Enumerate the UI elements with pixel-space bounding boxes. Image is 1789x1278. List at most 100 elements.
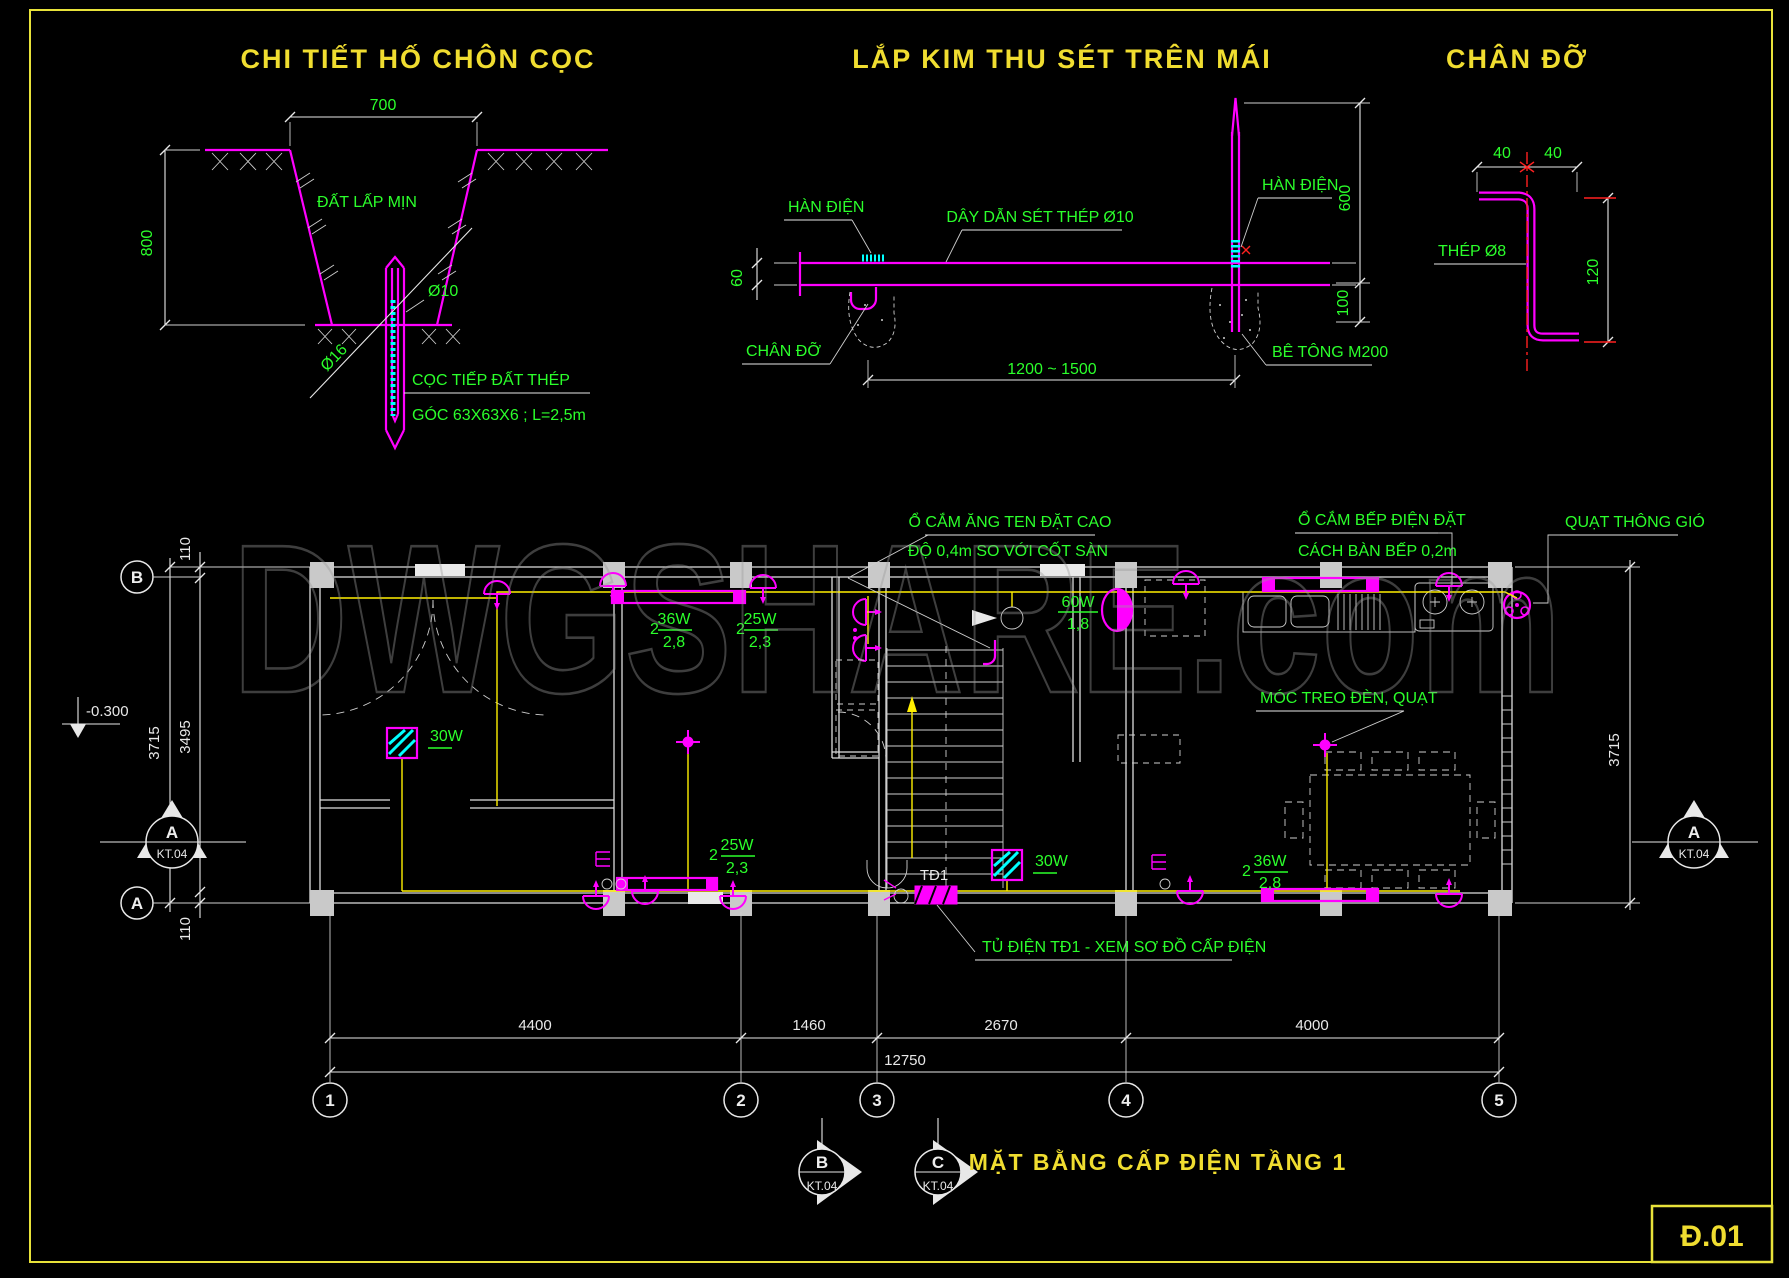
svg-text:Ổ CẮM BẾP ĐIỆN ĐẶT: Ổ CẮM BẾP ĐIỆN ĐẶT	[1298, 510, 1466, 529]
support-label: CHÂN ĐỠ	[746, 340, 821, 360]
dim-leg-left: 40	[1493, 145, 1511, 162]
note-fan: QUẠT THÔNG GIÓ	[1533, 512, 1705, 604]
sink-bowl	[1290, 595, 1330, 628]
grid-bubble-4	[1108, 1082, 1144, 1118]
exhaust-label-a: 30W	[430, 728, 464, 745]
svg-text:2,8: 2,8	[1259, 875, 1281, 892]
svg-text:4000: 4000	[1295, 1017, 1328, 1034]
rod-diagonal	[309, 227, 473, 399]
support-concrete	[848, 291, 896, 348]
panel-td1: TĐ1 TỦ ĐIỆN TĐ1 - XEM SƠ ĐỒ CẤP ĐIỆN	[883, 867, 1266, 961]
detail-support-leg: CHÂN ĐỠ 40 40 120 THÉP Ø8	[1434, 43, 1616, 375]
conductor-wire	[798, 252, 1330, 296]
watermark: DWGSHARE.com	[232, 500, 1562, 737]
ground-hatch	[211, 152, 593, 345]
wire-label: DÂY DẪN SÉT THÉP Ø10	[946, 207, 1133, 226]
note-stove-socket: Ổ CẮM BẾP ĐIỆN ĐẶT CÁCH BÀN BẾP 0,2m	[1295, 510, 1466, 585]
svg-text:2,8: 2,8	[663, 634, 685, 651]
ground-pile	[384, 255, 406, 451]
grid-bubble-1	[312, 1082, 348, 1118]
svg-text:A: A	[131, 894, 143, 913]
svg-text:3715: 3715	[146, 726, 163, 759]
weld-label-left: HÀN ĐIỆN	[788, 197, 864, 216]
ceiling-lamp-icon	[1176, 874, 1204, 905]
svg-text:KT.04: KT.04	[807, 1179, 838, 1193]
svg-text:A: A	[166, 823, 178, 842]
rod-concrete	[1209, 287, 1261, 350]
dim-wire-height: 60	[729, 269, 746, 287]
right-dimension: 3715	[1515, 560, 1640, 910]
sheet-code: Đ.01	[1680, 1220, 1743, 1253]
svg-text:5: 5	[1494, 1091, 1503, 1110]
section-marker-left: A KT.04	[100, 800, 246, 869]
wiring	[330, 591, 1518, 892]
steel-label: THÉP Ø8	[1438, 241, 1506, 260]
lightning-rod	[1230, 97, 1241, 332]
panel-note: TỦ ĐIỆN TĐ1 - XEM SƠ ĐỒ CẤP ĐIỆN	[982, 937, 1266, 956]
svg-text:MÓC TREO ĐÈN, QUẠT: MÓC TREO ĐÈN, QUẠT	[1260, 688, 1438, 707]
dim-pit-width: 700	[370, 97, 397, 114]
svg-text:4: 4	[1121, 1091, 1131, 1110]
svg-text:36W: 36W	[658, 611, 692, 628]
grid-bubble-5	[1481, 1082, 1517, 1118]
kitchen	[1242, 582, 1532, 633]
fluorescent-tubes	[610, 576, 1380, 903]
plan-title: MẶT BẰNG CẤP ĐIỆN TẦNG 1	[969, 1148, 1348, 1175]
pile-note-1: CỌC TIẾP ĐẤT THÉP	[412, 370, 570, 389]
circuit-60w-sub: 1,8	[1067, 616, 1089, 633]
dim-rod-embed: 100	[1335, 290, 1352, 317]
section-marker-b: B KT.04	[798, 1118, 862, 1205]
stair-lamp	[1100, 587, 1134, 633]
exhaust-label-b: 30W	[1035, 853, 1069, 870]
svg-text:Ổ CẮM ĂNG TEN ĐẶT CAO: Ổ CẮM ĂNG TEN ĐẶT CAO	[909, 512, 1112, 531]
detail-rod-title: LẮP KIM THU SÉT TRÊN MÁI	[852, 43, 1272, 74]
circuit-label-c4: 2 25W 2,3	[709, 837, 755, 877]
svg-text:KT.04: KT.04	[157, 847, 188, 861]
svg-text:25W: 25W	[744, 611, 778, 628]
grid-bubble-3	[859, 1082, 895, 1118]
switch-cluster-left	[595, 851, 627, 890]
switch-cluster-right	[1151, 854, 1171, 890]
columns	[310, 562, 1512, 916]
exhaust-box-a: 30W	[385, 726, 464, 760]
soil-label: ĐẤT LẤP MỊN	[317, 192, 417, 211]
door-swings	[317, 599, 887, 761]
svg-text:25W: 25W	[721, 837, 755, 854]
svg-text:36W: 36W	[1254, 853, 1288, 870]
svg-text:2,3: 2,3	[749, 634, 771, 651]
svg-text:B: B	[131, 568, 143, 587]
dim-leg-height: 120	[1585, 259, 1602, 286]
circuit-label-c2: 2 25W 2,3	[736, 611, 778, 651]
svg-text:2: 2	[736, 1091, 745, 1110]
concrete-dots	[857, 299, 1251, 339]
svg-text:KT.04: KT.04	[923, 1179, 954, 1193]
svg-text:-0.300: -0.300	[86, 703, 129, 720]
svg-text:110: 110	[177, 537, 194, 561]
right-wall-window	[1502, 695, 1512, 865]
svg-text:1460: 1460	[792, 1017, 825, 1034]
kitchen-cabinets	[1117, 579, 1206, 764]
detail-lightning-rod: LẮP KIM THU SÉT TRÊN MÁI 60 HÀN ĐIỆN CHÂ…	[729, 43, 1388, 388]
circuit-60w-power: 60W	[1062, 594, 1096, 611]
svg-text:4400: 4400	[518, 1017, 551, 1034]
svg-text:3: 3	[872, 1091, 881, 1110]
exhaust-box-b: 30W	[990, 848, 1069, 882]
building-walls	[309, 566, 1513, 904]
stairs	[866, 646, 1004, 889]
svg-text:ĐỘ 0,4m SO VỚI CỐT SÀN: ĐỘ 0,4m SO VỚI CỐT SÀN	[908, 540, 1108, 560]
pit-outline	[205, 148, 608, 327]
svg-text:2: 2	[1242, 863, 1251, 880]
svg-text:12750: 12750	[884, 1052, 926, 1069]
svg-text:1: 1	[325, 1091, 334, 1110]
sheet-code-box	[1650, 1204, 1774, 1264]
svg-text:2: 2	[709, 847, 718, 864]
grid-bubble-2	[723, 1082, 759, 1118]
svg-text:2670: 2670	[984, 1017, 1017, 1034]
detail-pile-pit: CHI TIẾT HỐ CHÔN CỌC 700 800 ĐẤT LẤP MỊN	[139, 42, 608, 451]
dining-table	[1284, 751, 1496, 889]
circuit-label-c1: 2 36W 2,8	[650, 611, 692, 651]
rod-dia-16: Ø16	[318, 341, 351, 375]
exhaust-fan-icon	[1502, 590, 1532, 620]
pile-note-2: GÓC 63X63X6 ; L=2,5m	[412, 405, 586, 424]
